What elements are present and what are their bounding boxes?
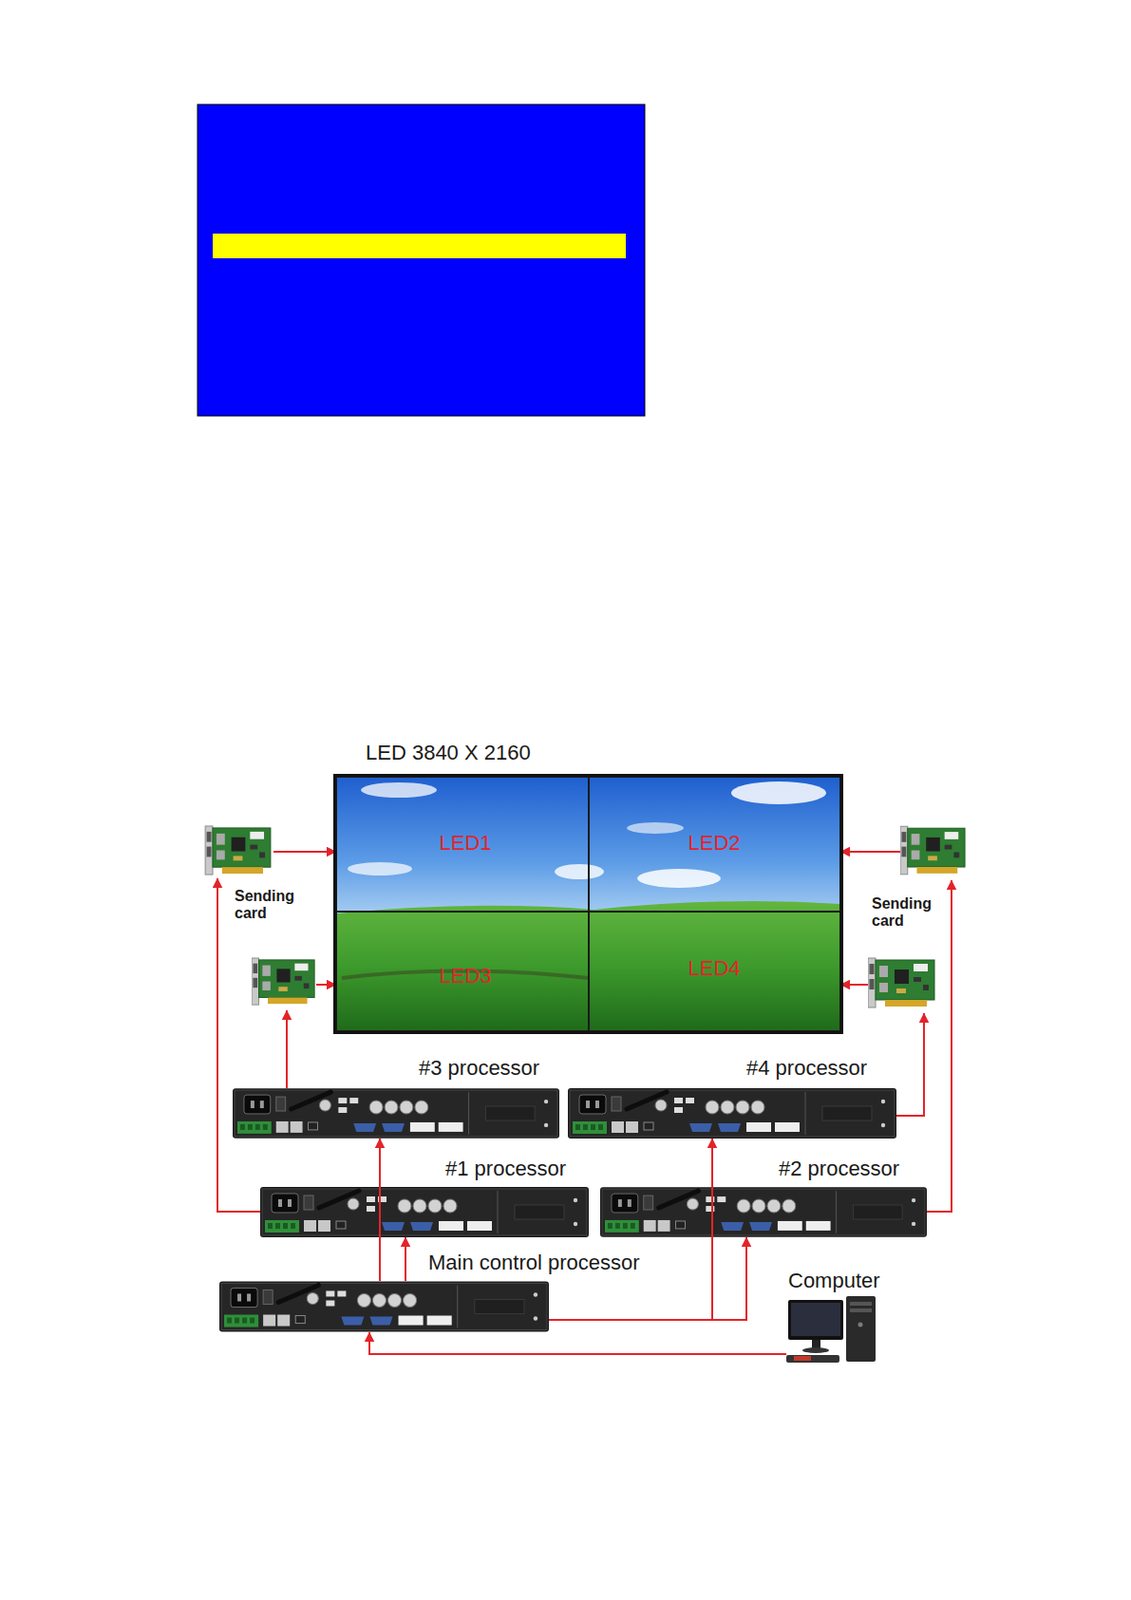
sending-card [251,954,317,1011]
screen-title: LED 3840 X 2160 [365,740,531,766]
screen-picture [336,776,841,1032]
led-section: LED4 [588,911,841,1032]
sending-card-picture [867,958,935,1008]
led-section: LED3 [336,911,589,1032]
processor: #1 processor [260,1187,589,1238]
processor-picture [567,1088,897,1139]
processor-label: Main control processor [428,1250,641,1276]
main-processor: Main control processor [219,1281,549,1333]
processor: #4 processor [567,1088,897,1139]
processor: #2 processor [600,1187,927,1238]
section-label: LED4 [687,956,740,981]
signal-wire [285,1010,288,1089]
section-label: LED2 [687,830,740,856]
led-section: LED1 [336,776,589,912]
signal-wire [840,850,901,853]
signal-wire [548,1237,747,1320]
signal-wire [926,880,952,1212]
sending-card: Sending card [204,824,274,879]
signal-wire [840,983,868,986]
card-label: Sending card [871,895,943,930]
processor-picture [260,1187,589,1238]
processor-picture [232,1088,560,1139]
signal-wire [217,878,261,1212]
blue-panel [197,104,645,416]
sending-card-picture [205,826,271,875]
signal-wire [896,1013,924,1116]
yellow-bar [212,233,626,259]
section-label: LED3 [438,963,491,989]
computer-picture [786,1296,876,1363]
signal-wire [273,850,337,853]
sending-card-picture [900,826,965,875]
processor-label: #4 processor [746,1055,868,1081]
computer-label: Computer [788,1268,881,1294]
processor-label: #1 processor [445,1156,566,1182]
processor: #3 processor [232,1088,560,1139]
card-label: Sending card [234,887,305,923]
processor-label: #2 processor [778,1156,900,1182]
section-label: LED1 [438,830,491,856]
sending-card: Sending card [900,822,967,881]
processor-label: #3 processor [418,1055,540,1081]
sending-card [867,954,937,1014]
signal-wire [548,1138,713,1320]
led-section: LED2 [588,776,841,912]
sending-card-picture [251,958,315,1005]
signal-wire [378,1138,381,1282]
led-screen: LED 3840 X 2160LED1LED2LED3LED4 [333,773,844,1035]
signal-wire [404,1237,407,1282]
computer: Computer [786,1296,879,1366]
processor-picture [600,1187,927,1238]
processor-picture [219,1281,549,1332]
signal-wire [369,1332,787,1355]
